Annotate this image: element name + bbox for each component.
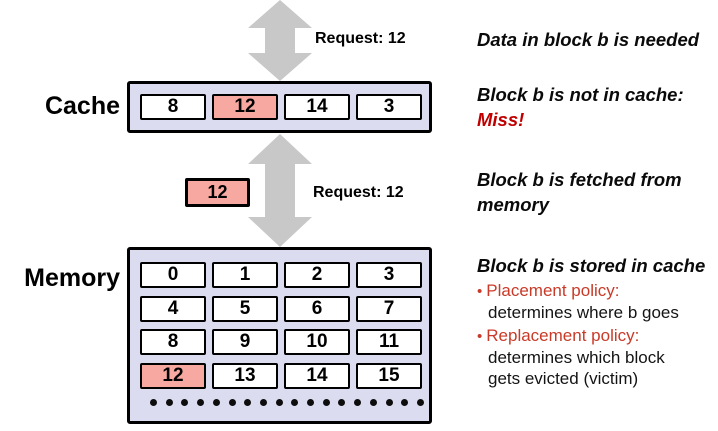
- memory-cell-14: 14: [284, 362, 350, 389]
- annotation-step-4: Block b is stored in cache•Placement pol…: [477, 254, 717, 389]
- memory-cell-15: 15: [356, 362, 422, 389]
- cache-cell-8: 8: [140, 94, 206, 120]
- memory-cell-1: 1: [212, 262, 278, 288]
- annotation-heading: Block b is stored in cache: [477, 255, 706, 276]
- policy-description-line: determines which block: [488, 348, 665, 367]
- fetched-block: 12: [185, 178, 250, 207]
- memory-cell-10: 10: [284, 329, 350, 355]
- annotation-heading: memory: [477, 194, 549, 215]
- arrow-shape: [248, 0, 312, 81]
- annotation-heading: Block b is not in cache:: [477, 84, 684, 105]
- memory-cell-12: 12: [140, 362, 206, 389]
- annotation-heading: Data in block b is needed: [477, 29, 700, 50]
- cache-memory-double-arrow-icon: [248, 134, 312, 247]
- ellipsis-dot-icon: [338, 398, 346, 406]
- arrow-shape: [248, 134, 312, 247]
- ellipsis-dot-icon: [416, 398, 424, 406]
- policy-bullet-title: Replacement policy:: [486, 326, 640, 345]
- cache-cell-12: 12: [212, 94, 278, 120]
- ellipsis-dot-icon: [322, 398, 330, 406]
- annotation-step-3: Block b is fetched from memory: [477, 167, 717, 217]
- request-label-middle: Request: 12: [313, 184, 404, 201]
- memory-label: Memory: [24, 264, 120, 292]
- memory-cell-8: 8: [140, 329, 206, 355]
- policy-description-line: determines where b goes: [488, 303, 679, 322]
- ellipsis-dot-icon: [197, 398, 205, 406]
- policy-bullet-item: •Replacement policy:: [477, 325, 717, 347]
- ellipsis-dot-icon: [228, 398, 236, 406]
- policy-description-line: gets evicted (victim): [488, 369, 639, 388]
- ellipsis-dot-icon: [369, 398, 377, 406]
- ellipsis-dot-icon: [291, 398, 299, 406]
- miss-highlight-text: Miss!: [477, 109, 525, 130]
- memory-cell-0: 0: [140, 262, 206, 288]
- ellipsis-dot-icon: [385, 398, 393, 406]
- memory-cell-6: 6: [284, 295, 350, 322]
- annotation-step-2: Block b is not in cache: Miss!: [477, 82, 717, 132]
- ellipsis-dot-icon: [165, 398, 173, 406]
- cache-cell-14: 14: [284, 94, 350, 120]
- memory-ellipsis-dots: [150, 398, 424, 406]
- memory-cell-9: 9: [212, 329, 278, 355]
- cache-label: Cache: [44, 92, 120, 120]
- policy-bullet-title: Placement policy:: [486, 281, 620, 300]
- memory-cell-2: 2: [284, 262, 350, 288]
- cpu-cache-double-arrow-icon: [248, 0, 312, 81]
- cache-cell-3: 3: [356, 94, 422, 120]
- ellipsis-dot-icon: [150, 398, 157, 406]
- ellipsis-dot-icon: [307, 398, 315, 406]
- policy-bullet-item: •Placement policy:: [477, 280, 717, 302]
- ellipsis-dot-icon: [275, 398, 283, 406]
- ellipsis-dot-icon: [401, 398, 409, 406]
- ellipsis-dot-icon: [212, 398, 220, 406]
- memory-cell-7: 7: [356, 295, 422, 322]
- memory-cell-11: 11: [356, 329, 422, 355]
- annotation-heading: Block b is fetched from: [477, 169, 682, 190]
- memory-cell-4: 4: [140, 295, 206, 322]
- bullet-icon: •: [477, 283, 483, 300]
- ellipsis-dot-icon: [259, 398, 267, 406]
- ellipsis-dot-icon: [244, 398, 252, 406]
- request-label-top: Request: 12: [315, 30, 406, 47]
- memory-cell-13: 13: [212, 362, 278, 389]
- ellipsis-dot-icon: [354, 398, 362, 406]
- memory-cell-3: 3: [356, 262, 422, 288]
- memory-cell-5: 5: [212, 295, 278, 322]
- ellipsis-dot-icon: [181, 398, 189, 406]
- annotation-step-1: Data in block b is needed: [477, 27, 717, 52]
- bullet-icon: •: [477, 328, 483, 345]
